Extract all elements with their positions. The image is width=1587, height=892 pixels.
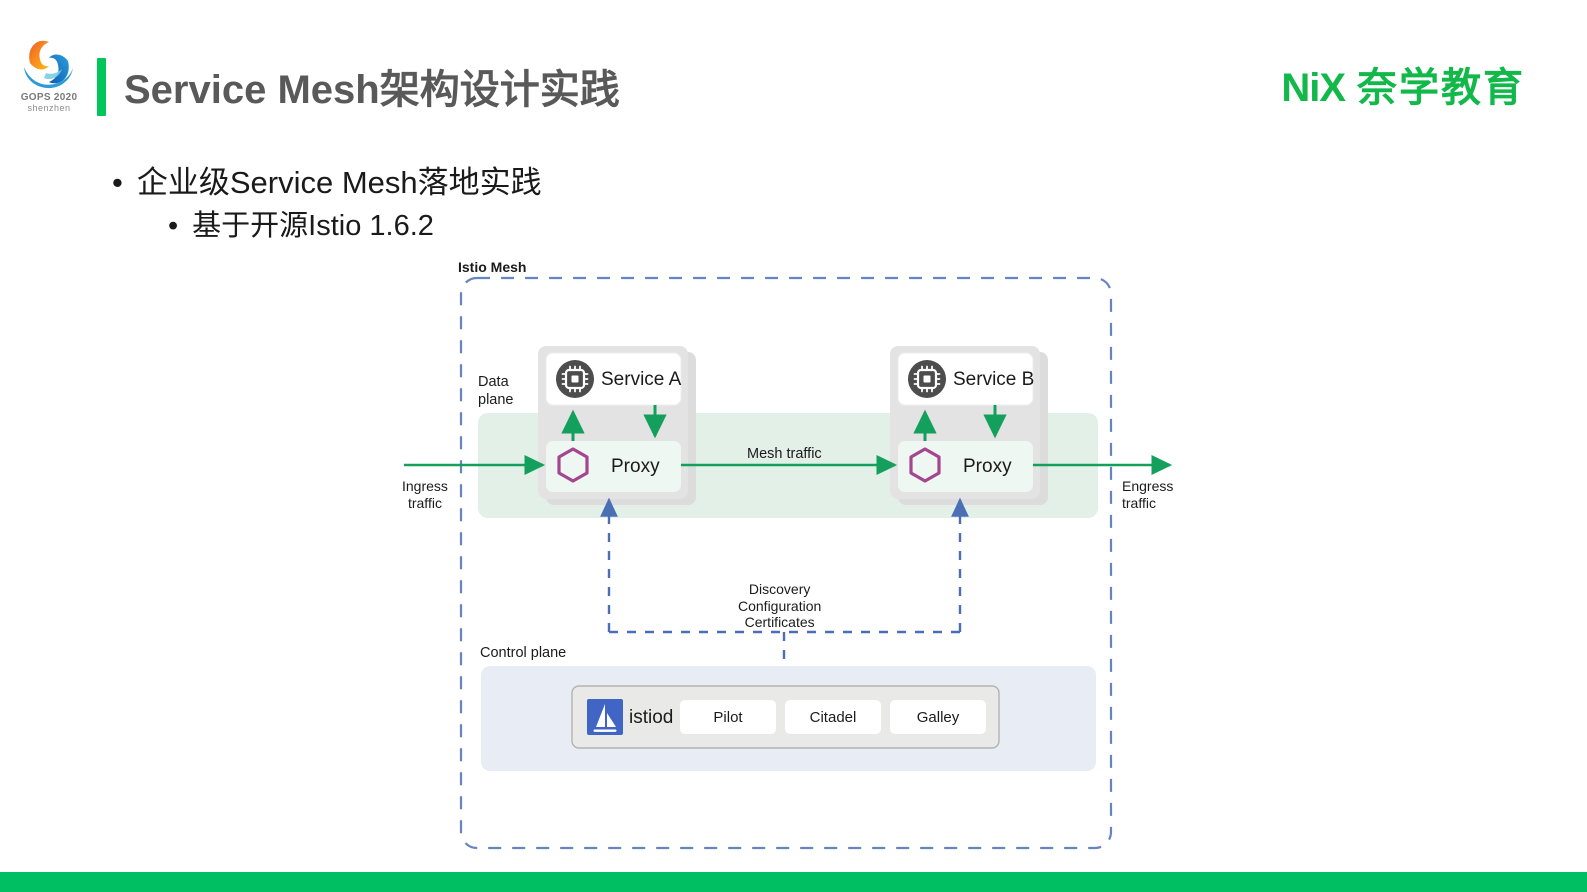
service-b-label: Service B [953, 369, 1035, 390]
discovery-line3: Certificates [744, 614, 815, 630]
data-plane-label: Data plane [478, 373, 513, 409]
brand-latin: NiX [1281, 66, 1346, 110]
egress-line2: traffic [1122, 495, 1156, 511]
data-plane-line2: plane [478, 392, 514, 408]
component-label-pilot: Pilot [713, 709, 743, 726]
ingress-line1: Ingress [402, 478, 448, 494]
proxy-a-hexagon-icon [557, 447, 589, 483]
bullet-marker: • [168, 210, 179, 242]
gops-logo-mark [18, 33, 80, 91]
gops-logo-text: GOPS 2020 [20, 92, 78, 103]
gops-logo-subtext: shenzhen [27, 103, 71, 113]
egress-traffic-label: Engress traffic [1122, 478, 1173, 512]
bullet-level2: • 基于开源Istio 1.6.2 [168, 202, 434, 244]
proxy-b-label: Proxy [963, 456, 1012, 477]
ingress-traffic-label: Ingress traffic [402, 478, 448, 512]
brand-chinese: 奈学教育 [1357, 66, 1525, 110]
bullet-level1-text: 企业级Service Mesh落地实践 [136, 165, 542, 200]
control-plane-functions-label: Discovery Configuration Certificates [738, 581, 821, 631]
service-b-cpu-icon [908, 360, 946, 398]
service-a-cpu-icon [556, 360, 594, 398]
data-plane-line1: Data [478, 374, 509, 390]
istio-mesh-title: Istio Mesh [458, 259, 527, 275]
istiod-logo-icon [587, 699, 623, 735]
ingress-line2: traffic [407, 495, 442, 511]
discovery-line1: Discovery [748, 581, 811, 597]
title-accent-bar [97, 58, 106, 116]
service-a-label: Service A [601, 369, 682, 390]
discovery-line2: Configuration [738, 597, 822, 614]
proxy-b-hexagon-icon [909, 447, 941, 483]
egress-line1: Engress [1122, 478, 1174, 494]
bullet-level2-text: 基于开源Istio 1.6.2 [192, 210, 434, 242]
component-label-citadel: Citadel [809, 709, 857, 726]
bullet-marker: • [112, 165, 123, 200]
istiod-label: istiod [629, 707, 674, 728]
footer-accent-bar [0, 872, 1587, 892]
gops-logo: GOPS 2020 shenzhen [14, 33, 84, 119]
mesh-traffic-label: Mesh traffic [747, 446, 822, 462]
proxy-a-label: Proxy [611, 456, 660, 477]
slide-header: GOPS 2020 shenzhen Service Mesh架构设计实践 Ni… [0, 0, 1587, 140]
bullet-level1: • 企业级Service Mesh落地实践 [112, 157, 542, 202]
component-label-galley: Galley [916, 709, 960, 726]
page-title: Service Mesh架构设计实践 [124, 68, 620, 112]
istio-mesh-boundary [459, 276, 1113, 850]
control-plane-label: Control plane [480, 645, 567, 661]
